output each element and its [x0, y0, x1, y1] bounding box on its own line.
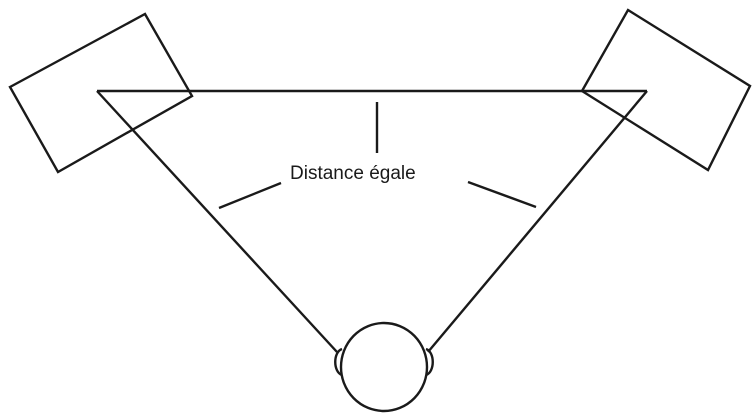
- right-speaker: [580, 8, 752, 172]
- left-speaker-to-listener-line: [96, 90, 338, 353]
- listener-head: [339, 321, 429, 413]
- tick-mark-right: [467, 180, 537, 209]
- listener-left-ear: [334, 347, 343, 377]
- tick-mark-left: [218, 181, 282, 210]
- listener-right-ear: [425, 347, 434, 377]
- right-speaker-to-listener-line: [427, 90, 648, 353]
- left-speaker: [8, 12, 194, 174]
- equal-distance-label: Distance égale: [290, 163, 416, 184]
